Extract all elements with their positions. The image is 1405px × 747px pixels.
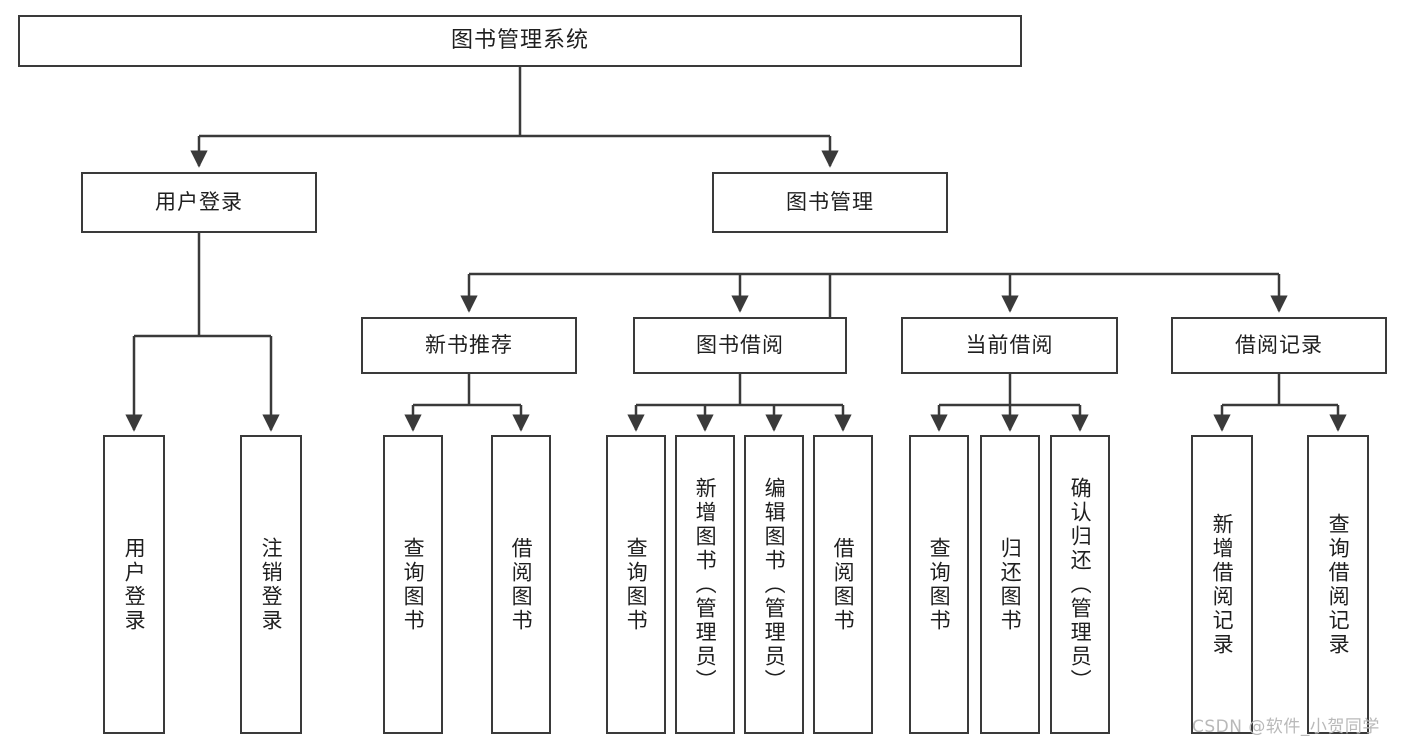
node-label: 编辑图书（管理员） <box>762 476 787 693</box>
node-label: 当前借阅 <box>965 333 1054 358</box>
node-label: 图书管理 <box>786 190 874 215</box>
leaf-book-borrow-add[interactable]: 新增图书（管理员） <box>675 435 735 734</box>
node-label: 借阅图书 <box>831 536 856 633</box>
node-label: 用户登录 <box>155 190 243 215</box>
leaf-borrow-record-add[interactable]: 新增借阅记录 <box>1191 435 1253 734</box>
node-root-system[interactable]: 图书管理系统 <box>18 15 1022 67</box>
node-new-book-recommend[interactable]: 新书推荐 <box>361 317 577 374</box>
node-label: 查询图书 <box>624 536 649 633</box>
leaf-book-borrow-edit[interactable]: 编辑图书（管理员） <box>744 435 804 734</box>
leaf-borrow-record-query[interactable]: 查询借阅记录 <box>1307 435 1369 734</box>
node-label: 图书管理系统 <box>450 28 589 54</box>
node-label: 查询图书 <box>927 536 952 633</box>
node-label: 确认归还（管理员） <box>1068 476 1093 693</box>
leaf-book-borrow-borrow[interactable]: 借阅图书 <box>813 435 873 734</box>
node-current-borrow[interactable]: 当前借阅 <box>901 317 1118 374</box>
leaf-book-borrow-query[interactable]: 查询图书 <box>606 435 666 734</box>
leaf-current-borrow-confirm-return[interactable]: 确认归还（管理员） <box>1050 435 1110 734</box>
leaf-user-login-signin[interactable]: 用户登录 <box>103 435 165 734</box>
node-label: 新书推荐 <box>425 333 513 358</box>
node-label: 查询借阅记录 <box>1326 512 1351 657</box>
node-label: 图书借阅 <box>696 333 784 358</box>
leaf-new-book-query[interactable]: 查询图书 <box>383 435 443 734</box>
leaf-user-login-signout[interactable]: 注销登录 <box>240 435 302 734</box>
leaf-current-borrow-return[interactable]: 归还图书 <box>980 435 1040 734</box>
leaf-new-book-borrow[interactable]: 借阅图书 <box>491 435 551 734</box>
node-label: 新增图书（管理员） <box>693 476 718 693</box>
node-label: 借阅图书 <box>509 536 534 633</box>
node-label: 归还图书 <box>998 536 1023 633</box>
node-label: 用户登录 <box>122 536 147 633</box>
node-label: 借阅记录 <box>1235 333 1323 358</box>
node-book-borrow[interactable]: 图书借阅 <box>633 317 847 374</box>
node-book-management[interactable]: 图书管理 <box>712 172 948 233</box>
node-label: 查询图书 <box>401 536 426 633</box>
node-user-login[interactable]: 用户登录 <box>81 172 317 233</box>
node-label: 新增借阅记录 <box>1210 512 1235 657</box>
node-borrow-record[interactable]: 借阅记录 <box>1171 317 1387 374</box>
leaf-current-borrow-query[interactable]: 查询图书 <box>909 435 969 734</box>
node-label: 注销登录 <box>259 536 284 633</box>
